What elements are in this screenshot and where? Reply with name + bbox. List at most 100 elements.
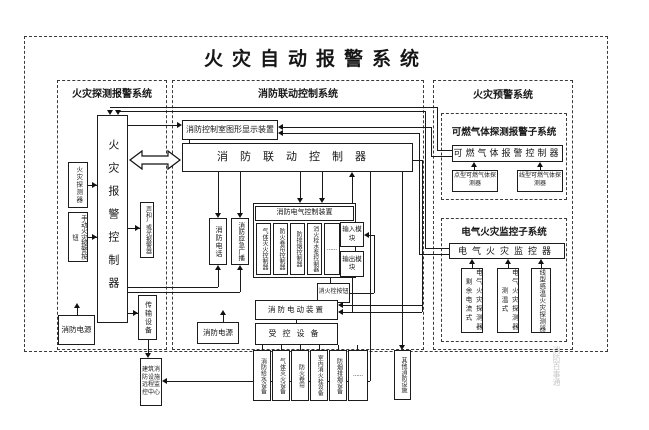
arrowhead-icon <box>469 259 475 264</box>
electrical-subsystem-header: 电气火灾监控子系统 <box>461 227 547 238</box>
connector <box>437 107 438 150</box>
fire-alarm-controller-box: 火灾报警控制器 <box>97 115 128 323</box>
watermark: 消防百事通 <box>552 346 561 386</box>
arrowhead-icon <box>338 302 343 308</box>
fire-phone-box: 消防电话 <box>209 218 227 265</box>
connector <box>352 277 353 313</box>
connector <box>262 345 263 350</box>
linear-heat-detector-box: 线型感温火灾探测器 <box>531 268 551 333</box>
connector <box>128 292 240 293</box>
linkage-controller-box: 消防联动控制器 <box>182 143 413 172</box>
connector <box>437 150 452 151</box>
output-module-box: 输出模块 <box>340 251 364 277</box>
manual-call-point-box: 手动火灾报警按钮 <box>68 212 88 262</box>
connector <box>128 287 218 288</box>
arrowhead-icon <box>237 265 243 270</box>
connector <box>319 345 320 350</box>
connector <box>472 263 473 268</box>
gas-subsystem-header: 可燃气体探测报警子系统 <box>451 127 557 138</box>
fire-power-supply-mid-box: 消防电源 <box>197 322 239 344</box>
input-module-box: 输入模块 <box>340 222 364 247</box>
emergency-broadcast-box: 消防应急广播 <box>231 218 249 265</box>
arrowhead-icon <box>278 130 283 136</box>
connector <box>330 277 331 283</box>
electric-control-header-box: 消防电气控制装置 <box>255 206 354 221</box>
arrowhead-icon <box>349 172 355 177</box>
arrowhead-icon <box>92 182 97 188</box>
water-supply-equipment-box: 消防给水设备 <box>253 350 271 401</box>
remote-monitoring-center-box: 建筑消防设施远程监控中心 <box>140 358 162 406</box>
arrowhead-icon <box>505 259 511 264</box>
connector <box>283 133 419 134</box>
arrowhead-icon <box>220 310 226 315</box>
connector <box>281 345 282 350</box>
warning-section-boundary <box>433 80 573 350</box>
graphic-display-box: 消防控制室图形显示装置 <box>182 120 278 140</box>
connector <box>77 308 78 315</box>
connector <box>189 140 190 143</box>
connector <box>283 127 431 128</box>
arrowhead-icon <box>107 110 113 115</box>
connector <box>370 172 371 381</box>
smoke-control-controller-box: 防排烟控制器 <box>290 223 305 275</box>
arrowhead-icon <box>338 309 343 315</box>
arrowhead-icon <box>297 198 303 203</box>
arrowhead-icon <box>278 124 283 130</box>
connector <box>369 235 374 236</box>
arrowhead-icon <box>538 259 544 264</box>
arrowhead-icon <box>364 232 369 238</box>
connector <box>343 305 422 306</box>
connector <box>419 133 420 254</box>
arrowhead-icon <box>133 310 138 316</box>
arrowhead-icon <box>471 162 477 167</box>
connector <box>357 345 358 350</box>
connector <box>118 111 425 112</box>
linkage-header: 消防联动控制系统 <box>258 89 338 100</box>
arrowhead-icon <box>215 213 221 218</box>
gas-alarm-controller-box: 可燃气体报警控制器 <box>452 145 563 162</box>
arrowhead-icon <box>237 213 243 218</box>
electrical-subsystem-boundary <box>441 218 567 342</box>
fire-shutter-equipment-box: 防火卷帘 <box>291 350 309 401</box>
connector <box>240 172 241 213</box>
arrowhead-icon <box>215 265 221 270</box>
residual-current-detector-box: 电气火灾探测器剩余电流式 <box>461 268 483 333</box>
hydrant-pump-controller-box: 消火栓水泵控制器 <box>307 223 322 275</box>
sounder-strobe-box: 声和/或光报警器 <box>140 202 154 258</box>
arrowhead-icon <box>537 162 543 167</box>
temperature-detector-box: 电气火灾探测器测温式 <box>497 268 519 333</box>
connector <box>128 125 177 126</box>
arrowhead-icon <box>162 378 167 384</box>
connector <box>431 156 452 157</box>
arrowhead-icon <box>319 198 325 203</box>
line-gas-detector-box: 线型可燃气体探测器 <box>517 170 563 192</box>
connector <box>425 111 426 248</box>
detection-section-boundary <box>57 80 167 350</box>
connector <box>350 293 374 294</box>
connector <box>128 228 140 229</box>
connector <box>218 270 219 287</box>
fire-detector-box: 火灾探测器 <box>68 162 88 208</box>
connector <box>431 127 432 156</box>
electric-device-box: 消防电动装置 <box>255 300 338 320</box>
electrical-fire-monitor-box: 电气火灾监控器 <box>449 243 565 259</box>
connector <box>148 340 149 353</box>
connector <box>540 166 541 170</box>
arrowhead-icon <box>399 345 405 350</box>
connector <box>296 320 297 323</box>
bidirectional-arrow-icon <box>129 149 181 171</box>
controlled-equipment-box: 受控设备 <box>255 323 338 345</box>
arrowhead-icon <box>177 122 182 128</box>
arrowhead-icon <box>115 110 121 115</box>
fire-shutter-controller-box: 防火卷帘控制器 <box>273 223 288 275</box>
arrowhead-icon <box>92 234 97 240</box>
connector <box>322 172 323 198</box>
arrowhead-icon <box>74 303 80 308</box>
indoor-hydrant-equipment-box: 室内消火栓设备 <box>310 350 328 401</box>
arrowhead-icon <box>145 353 151 358</box>
more-equipment-box: ...... <box>348 350 368 401</box>
linkage-section-boundary <box>172 80 424 350</box>
connector <box>402 172 403 345</box>
connector <box>541 263 542 268</box>
